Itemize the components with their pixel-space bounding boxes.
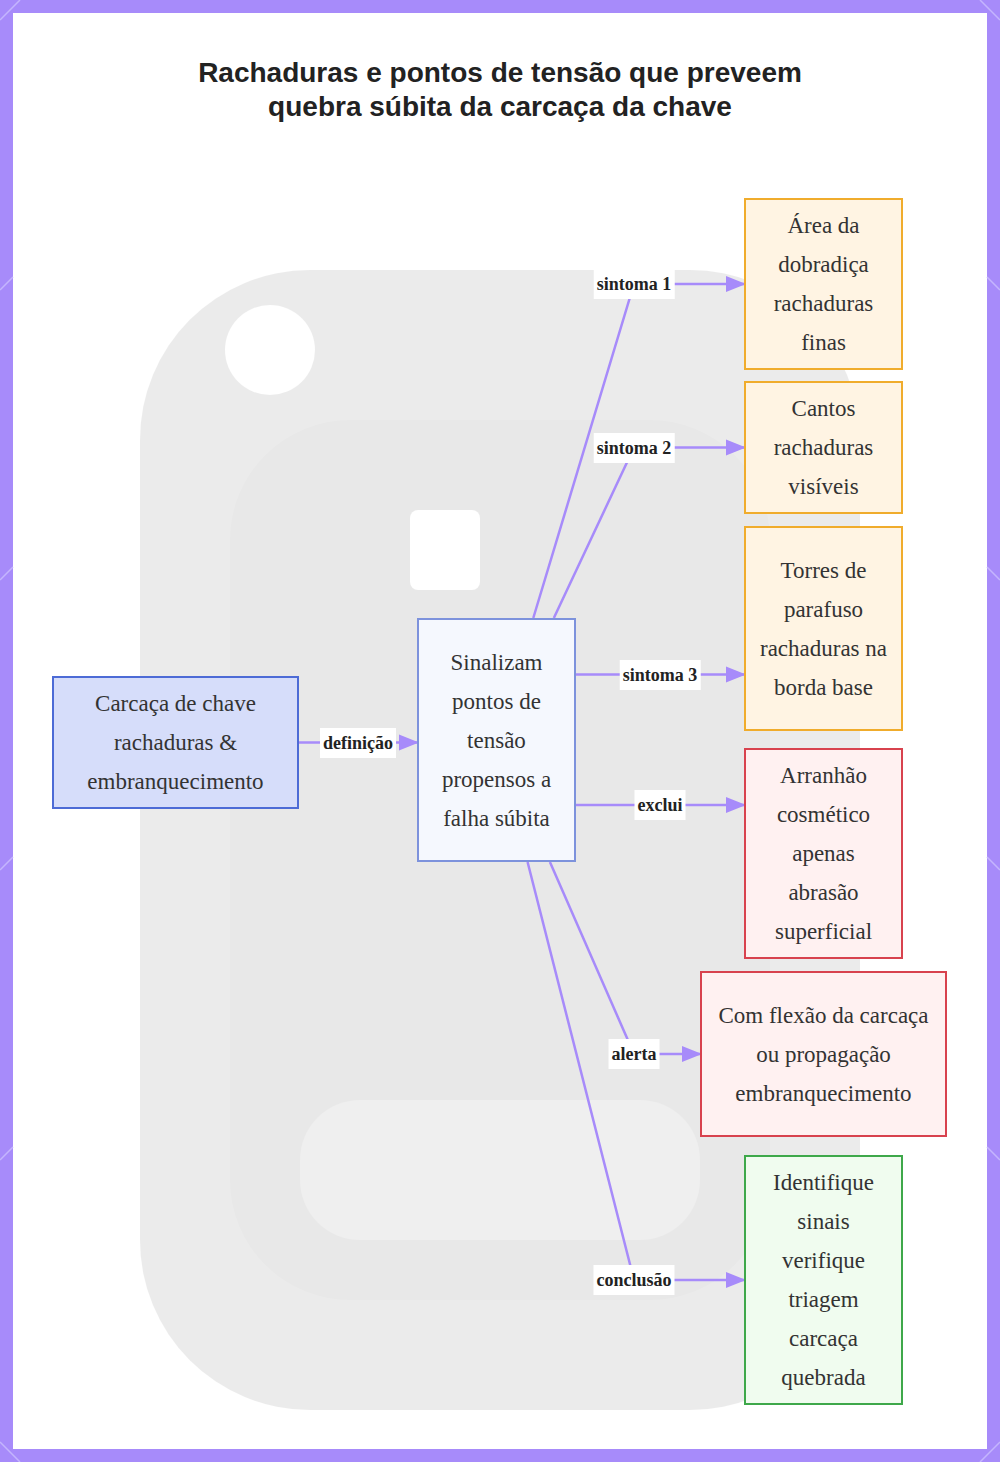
symptom-box: Cantos rachaduras visíveis bbox=[744, 381, 903, 514]
node-text: Carcaça de chave rachaduras & embranquec… bbox=[64, 684, 287, 801]
edge-label: conclusão bbox=[593, 1265, 674, 1295]
edge-label: definição bbox=[320, 728, 396, 758]
definition-box: Sinalizam pontos de tensão propensos a f… bbox=[417, 618, 576, 862]
edge-label: alerta bbox=[609, 1039, 660, 1069]
node-text: Área da dobradiça rachaduras finas bbox=[756, 206, 891, 362]
source-box: Carcaça de chave rachaduras & embranquec… bbox=[52, 676, 299, 809]
node-text: Torres de parafuso rachaduras na borda b… bbox=[756, 551, 891, 707]
connector bbox=[554, 448, 744, 619]
node-text: Cantos rachaduras visíveis bbox=[756, 389, 891, 506]
page-frame bbox=[7, 7, 994, 1456]
exclusion-box: Arranhão cosmético apenas abrasão superf… bbox=[744, 748, 903, 959]
edge-label: sintoma 3 bbox=[620, 660, 701, 690]
edge-label: sintoma 1 bbox=[594, 269, 675, 299]
node-text: Sinalizam pontos de tensão propensos a f… bbox=[429, 643, 564, 838]
diagram-title: Rachaduras e pontos de tensão que prevee… bbox=[190, 56, 810, 124]
connector bbox=[533, 284, 744, 618]
node-text: Arranhão cosmético apenas abrasão superf… bbox=[756, 756, 891, 951]
connector bbox=[550, 862, 700, 1054]
symptom-box: Área da dobradiça rachaduras finas bbox=[744, 198, 903, 370]
node-text: Com flexão da carcaça ou propagação embr… bbox=[712, 996, 935, 1113]
alert-box: Com flexão da carcaça ou propagação embr… bbox=[700, 971, 947, 1137]
node-text: Identifique sinais verifique triagem car… bbox=[756, 1163, 891, 1397]
edge-label: sintoma 2 bbox=[594, 433, 675, 463]
edge-label: exclui bbox=[635, 790, 686, 820]
conclusion-box: Identifique sinais verifique triagem car… bbox=[744, 1155, 903, 1405]
symptom-box: Torres de parafuso rachaduras na borda b… bbox=[744, 526, 903, 731]
